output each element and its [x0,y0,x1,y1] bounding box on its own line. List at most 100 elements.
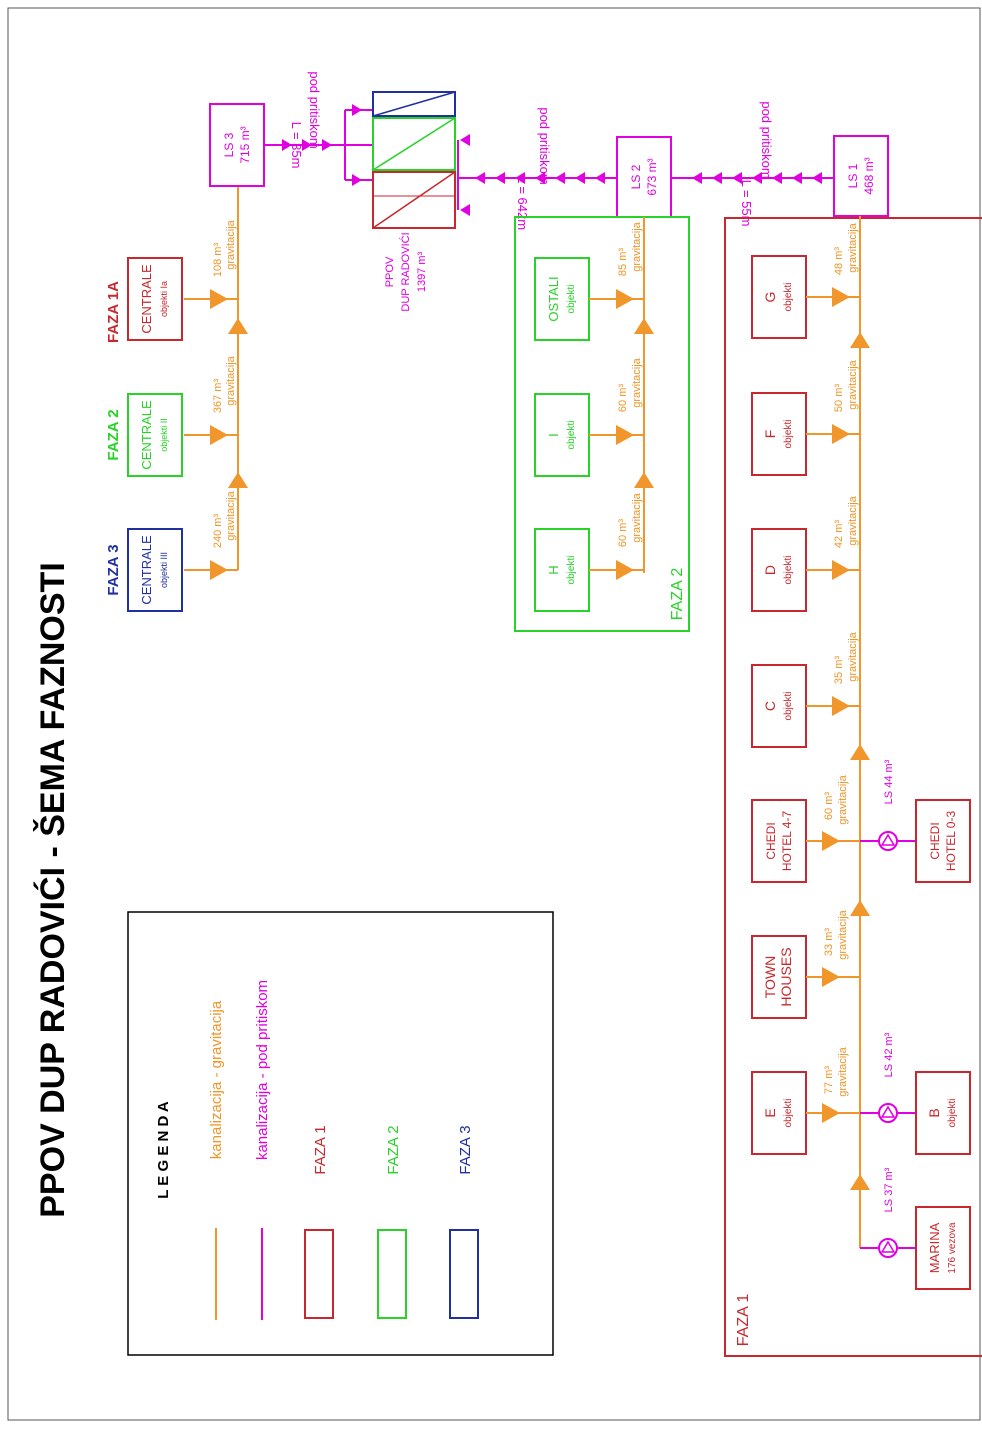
ls1-station: LS 1 468 m³ [833,135,889,217]
legend-faza2-swatch [377,1229,407,1319]
faza2-group-label: FAZA 2 [669,568,686,621]
faza1-main-arrow-4 [850,1174,870,1190]
faza2-i-flow: 60 m³ [617,384,629,412]
centrale-main-arrow-1 [228,318,248,334]
faza1-g-sub: objekti [783,283,794,312]
centrale-1a-box [127,257,183,341]
faza2-main-arrow-2 [634,472,654,488]
ls1-pipe-arrow-6 [712,172,722,184]
legend: L E G E N D A kanalizacija - gravitacija… [127,911,554,1356]
faza1-chedi47-sub: HOTEL 4-7 [780,811,794,872]
centrale-1a-flow: 108 m³ [212,243,224,278]
faza1-marina-name: MARINA [927,1222,942,1273]
faza2-ostali-name: OSTALI [546,276,561,321]
faza1-f-name: F [762,430,778,439]
faza1-town-arrow [822,967,840,987]
faza1-g-box [751,255,807,339]
centrale-1a-name: CENTRALE [139,264,154,334]
legend-pressure-label: kanalizacija - pod pritiskom [254,980,271,1160]
faza1-e-name: E [762,1108,778,1117]
faza1-e-flow: 77 m³ [823,1066,835,1094]
faza1-chedi03-ls: LS 44 m³ [883,759,895,804]
legend-box [127,911,554,1356]
centrale-1a-mode: gravitacija [225,219,237,269]
ppov-unit-faza2 [372,117,456,171]
legend-faza2-label: FAZA 2 [385,1125,402,1174]
faza1-town-name: TOWN [762,956,778,999]
centrale-1a-flow-arrow [210,289,228,309]
faza2-i-sub: objekti [566,421,577,450]
faza2-ostali-sub: objekti [566,285,577,314]
ls3-pipe-arrow-3 [322,139,332,151]
faza1-e-arrow [822,1103,840,1123]
centrale-3-box [127,528,183,612]
ls3-pipe-arrow-4 [352,104,362,116]
ls2-pipe-length: L = 642m [515,176,530,230]
ppov-unit-faza1-diag [372,171,456,229]
faza1-d-mode: gravitacija [847,495,859,545]
faza2-ostali-flow: 85 m³ [617,248,629,276]
ls3-pipe-arrow-5 [352,174,362,186]
centrale-2-name: CENTRALE [139,400,154,470]
faza1-b-name: B [926,1108,942,1117]
ppov-line1: PPOV [384,256,396,287]
faza1-group: FAZA 1 G objekti 48 m³ gravitacija F obj… [724,216,982,1357]
faza1-frame [724,217,982,1357]
faza1-e-box [751,1071,807,1155]
faza1-f-arrow [832,424,850,444]
legend-gravity-label: kanalizacija - gravitacija [208,1000,225,1159]
faza1-b-pump-glyph [880,1105,896,1118]
ls2-pipe-arrow-9 [460,204,470,216]
ls2-pipe-mode: pod pritiskom [537,107,552,184]
faza2-i-box [534,393,590,477]
faza2-h-sub: objekti [566,556,577,585]
centrale-group: FAZA 1A CENTRALE objekti Ia 108 m³ gravi… [105,185,248,612]
faza1-c-flow: 35 m³ [833,656,845,684]
faza1-marina-pump-glyph [880,1240,896,1253]
legend-heading: L E G E N D A [155,1101,172,1199]
ls1-pipe-arrow-2 [792,172,802,184]
legend-faza1-label: FAZA 1 [312,1125,329,1174]
faza1-c-sub: objekti [783,692,794,721]
faza1-main-arrow-1 [850,332,870,348]
ls2-name: LS 2 [629,164,643,189]
faza1-c-box [751,664,807,748]
faza2-h-arrow [616,560,634,580]
faza2-main-arrow-1 [634,318,654,334]
ls2-pipe-arrow-1 [595,172,605,184]
faza1-f-sub: objekti [783,420,794,449]
faza1-b-ls: LS 42 m³ [883,1032,895,1077]
ls1-pipe-length: L = 55m [739,180,754,227]
centrale-1a-phase-label: FAZA 1A [105,281,122,343]
ls3-box [209,103,265,187]
faza1-main-arrow-2 [850,744,870,760]
faza1-chedi47-flow: 60 m³ [823,792,835,820]
centrale-3-sub: objekti III [159,552,169,588]
ls1-pipe-arrow-5 [732,172,742,184]
ls2-volume: 673 m³ [645,158,659,195]
legend-faza3-swatch [449,1229,479,1319]
faza1-d-name: D [762,565,778,575]
ppov-plant: PPOV DUP RADOVIĆI 1397 m³ [372,91,456,312]
centrale-3-flow-arrow [210,560,228,580]
ls2-pipe-arrow-2 [575,172,585,184]
faza1-b-sub: objekti [947,1099,958,1128]
ls1-pipe-arrow-7 [692,172,702,184]
faza1-c-arrow [832,696,850,716]
faza2-h-mode: gravitacija [631,492,643,542]
centrale-3-phase-label: FAZA 3 [105,544,122,595]
centrale-1a-sub: objekti Ia [159,281,169,317]
faza1-f-box [751,392,807,476]
centrale-2-phase-label: FAZA 2 [105,409,122,460]
faza1-main-arrow-3 [850,900,870,916]
faza2-group: FAZA 2 OSTALI objekti 85 m³ gravitacija … [514,216,690,632]
faza1-g-flow: 48 m³ [833,247,845,275]
faza2-i-name: I [546,433,561,437]
faza1-chedi03-sub: HOTEL 0-3 [944,811,958,872]
centrale-2-sub: objekti II [159,418,169,452]
ls1-name: LS 1 [846,163,860,188]
ls1-pipe-arrow-3 [772,172,782,184]
legend-faza1-swatch [304,1229,334,1319]
